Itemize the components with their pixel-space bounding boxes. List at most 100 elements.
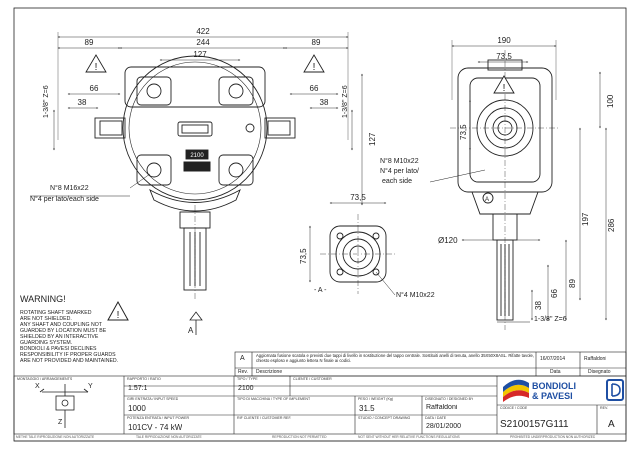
drawn-label: DISEGNATO / DESIGNED BY <box>425 397 474 401</box>
dim-left-thread: 1-3/8" Z=6 <box>43 85 50 118</box>
footer-note-1: METHE TALE RIPRODUZIONE NON AUTORIZZATE <box>16 435 95 439</box>
rev-letter: A <box>240 355 245 362</box>
front-note-line-2: N°4 per lato/each side <box>30 195 99 203</box>
view-arrow-label: A <box>188 326 194 335</box>
dim-span-244: 244 <box>196 38 210 47</box>
ratio-label: RAPPORTO / RATIO <box>127 377 161 381</box>
side-view: ! <box>429 40 607 330</box>
dim-side-190: 190 <box>497 36 511 45</box>
mounting-x: X <box>35 383 40 390</box>
logo-emblem-icon <box>606 379 624 401</box>
dim-left-38: 38 <box>78 98 87 107</box>
dim-right-66: 66 <box>310 84 319 93</box>
mounting-sketch <box>39 384 89 428</box>
warning-line: ANY SHAFT AND COUPLING NOT <box>20 322 103 328</box>
type-label: TIPO / TYPE <box>237 377 258 381</box>
svg-text:!: ! <box>117 310 120 321</box>
date-value: 28/01/2000 <box>426 423 462 430</box>
svg-text:!: ! <box>503 83 506 94</box>
logo-red-band <box>503 390 529 402</box>
side-note-line-1: N°8 M10x22 <box>380 157 419 165</box>
dim-side-66: 66 <box>550 289 559 298</box>
plate-2100: 2100 <box>190 153 204 159</box>
dim-side-286: 286 <box>607 218 616 232</box>
rev-block-value: A <box>608 419 615 430</box>
dimension-labels: 422 89 244 89 127 66 66 38 38 1-3/8" Z=6… <box>30 27 616 335</box>
dim-overall-width: 422 <box>196 27 210 36</box>
machine-label: TIPO DI MACCHINA / TYPE OF IMPLEMENT <box>237 397 311 401</box>
front-view: ! ! <box>30 32 363 335</box>
study-label: STUDIO / CONCEPT DRAWING <box>358 416 411 420</box>
svg-text:!: ! <box>95 62 98 73</box>
svg-text:!: ! <box>313 62 316 73</box>
warning-line: BONDIOLI & PAVESI DECLINES <box>20 346 97 352</box>
warning-title: WARNING! <box>20 294 66 304</box>
dim-side-38: 38 <box>534 301 543 310</box>
mounting-z: Z <box>58 419 63 426</box>
rev-block-label: REV. <box>600 406 609 410</box>
warning-line: GUARDING SYSTEM. <box>20 340 72 346</box>
dim-side-89: 89 <box>568 279 577 288</box>
mounting-label: MONTAGGIO / ARRANGEMENTS <box>17 377 73 381</box>
customer-label: CLIENTE / CUSTOMER <box>293 377 332 381</box>
dim-side-h-73-5: 73,5 <box>459 124 468 140</box>
logo-blue-band <box>503 379 529 392</box>
title-block-grid <box>13 351 627 442</box>
warning-line: ROTATING SHAFT SMARKED <box>20 310 92 316</box>
code-value: S2100157G111 <box>500 419 569 430</box>
flange-view <box>309 202 396 296</box>
flange-holes-note: N°4 M10x22 <box>396 291 435 299</box>
dim-side-thread: 1-3/8" Z=6 <box>534 316 567 323</box>
rev-date: 16/07/2014 <box>540 356 566 362</box>
side-note-line-3: each side <box>382 178 412 185</box>
dim-left-66: 66 <box>90 84 99 93</box>
speed-value: 1000 <box>128 404 146 413</box>
power-label: POTENZA ENTRATA / INPUT POWER <box>127 416 190 420</box>
weight-value: 31.5 <box>359 404 375 413</box>
circle-label-a: A <box>485 197 489 203</box>
company-logo <box>503 379 624 402</box>
dim-inner-127: 127 <box>193 50 207 59</box>
dim-side-73-5: 73,5 <box>496 52 512 61</box>
rev-header-date: Data <box>550 369 561 375</box>
warning-line: SHIELDED BY AN INTERACTIVE <box>20 334 99 340</box>
dim-left-89: 89 <box>85 38 94 47</box>
warning-triangle-icon <box>107 300 129 321</box>
rev-drawn: Raffaldoni <box>584 356 607 362</box>
warning-line: ARE NOT PROVIDED AND MAINTAINED. <box>20 358 118 364</box>
warning-line: RESPONSIBILITY IF PROPER GUARDS <box>20 352 116 358</box>
company-name-line-2: & PAVESI <box>532 391 573 401</box>
dim-height-127: 127 <box>368 132 377 146</box>
rev-header-description: Descrizione <box>256 369 283 375</box>
ratio-value: 1.57:1 <box>128 385 148 392</box>
drawn-value: Raffaldoni <box>426 404 458 411</box>
section-label-a: - A - <box>314 287 327 294</box>
footer-note-3: REPRODUCTION NOT PERMITTED <box>272 435 327 439</box>
speed-label: GIRI ENTRATA / INPUT SPEED <box>127 397 179 401</box>
rev-description: Aggiornata fusione scatola e previsti du… <box>256 353 534 363</box>
dim-right-38: 38 <box>320 98 329 107</box>
rev-header-drawn: Disegnato <box>588 369 611 375</box>
rev-header-rev: Rev. <box>238 369 248 375</box>
dim-flange-73-5: 73,5 <box>350 193 366 202</box>
company-name-line-1: BONDIOLI <box>532 381 576 391</box>
warning-line: GUARDED BY LOCATION MUST BE <box>20 328 107 334</box>
dim-side-100: 100 <box>606 94 615 108</box>
date-label: DATA / DATE <box>425 416 447 420</box>
dim-right-89: 89 <box>312 38 321 47</box>
dim-right-thread: 1-3/8" Z=6 <box>342 85 349 118</box>
footer-note-4: NOT SENT WITHOUT HER RELATIVE FUNCTIONS … <box>358 435 460 439</box>
mounting-y: Y <box>88 383 93 390</box>
type-value: 2100 <box>238 385 254 392</box>
customer-ref-label: RIF CLIENTE / CUSTOMER REF. <box>237 416 292 420</box>
dim-side-197: 197 <box>581 212 590 226</box>
code-label: CODICE / CODE <box>500 406 528 410</box>
footer-note-2: TALE RIPRODUZIONE NON AUTORIZZATE <box>136 435 202 439</box>
weight-label: PESO / WEIGHT (Kg) <box>358 397 394 401</box>
side-note-line-2: N°4 per lato/ <box>380 167 419 175</box>
warning-block: WARNING! ! ROTATING SHAFT SMARKED ARE NO… <box>20 294 129 364</box>
warning-line: ARE NOT SHIELDED. <box>20 316 72 322</box>
power-value: 101CV - 74 kW <box>128 423 183 432</box>
front-note-line-1: N°8 M16x22 <box>50 184 89 192</box>
